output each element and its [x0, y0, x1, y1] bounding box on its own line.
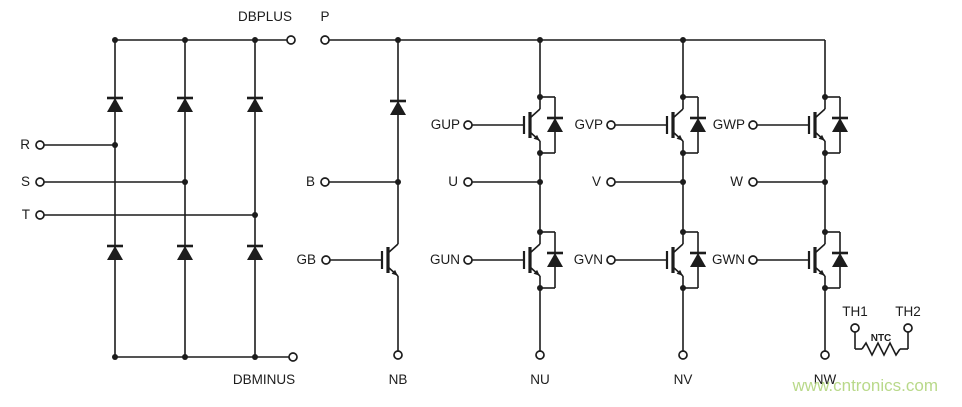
brake-diode-icon: [388, 99, 408, 117]
terminal-v: [606, 177, 616, 187]
terminal-th1: [850, 323, 860, 333]
label-gvn: GVN: [574, 252, 603, 267]
label-th1: TH1: [842, 304, 868, 319]
junction-dot: [112, 142, 118, 148]
igbt-vp-icon: [613, 107, 685, 143]
terminal-gun: [463, 255, 473, 265]
rectifier-diode-icon: [105, 96, 125, 114]
junction-dot: [112, 37, 118, 43]
terminal-gb: [321, 255, 331, 265]
terminal-dbplus: [286, 35, 296, 45]
igbt-up-icon: [470, 107, 542, 143]
junction-dot: [112, 354, 118, 360]
label-gvp: GVP: [574, 117, 603, 132]
label-s: S: [21, 174, 30, 189]
junction-dot: [252, 212, 258, 218]
junction-dot: [182, 179, 188, 185]
ntc-resistor-icon: [861, 341, 901, 357]
label-r: R: [20, 137, 30, 152]
label-u: U: [448, 174, 458, 189]
terminal-t: [35, 210, 45, 220]
label-gwn: GWN: [712, 252, 745, 267]
rectifier-diode-icon: [105, 244, 125, 262]
inverter-leg-w: GWP W GWN NW: [712, 40, 848, 387]
terminal-th2: [903, 323, 913, 333]
terminal-nv: [678, 350, 688, 360]
igbt-vn-icon: [613, 242, 685, 278]
junction-dot: [252, 354, 258, 360]
junction-dot: [537, 179, 543, 185]
label-w: W: [730, 174, 743, 189]
label-ntc: NTC: [871, 333, 892, 344]
label-nw: NW: [814, 372, 837, 387]
freewheel-diode-icon: [680, 94, 706, 156]
rectifier-bridge: R S T DBPLUS DBMINUS: [20, 9, 298, 387]
junction-dot: [182, 354, 188, 360]
label-nb: NB: [389, 372, 408, 387]
terminal-nb: [393, 350, 403, 360]
junction-dot: [182, 37, 188, 43]
brake-igbt-icon: [328, 242, 400, 278]
igbt-wn-icon: [755, 242, 827, 278]
label-dbplus: DBPLUS: [238, 9, 292, 24]
label-dbminus: DBMINUS: [233, 372, 295, 387]
terminal-nu: [535, 350, 545, 360]
label-nv: NV: [674, 372, 693, 387]
label-nu: NU: [530, 372, 550, 387]
rectifier-diode-icon: [245, 244, 265, 262]
terminal-gwp: [748, 120, 758, 130]
label-b: B: [306, 174, 315, 189]
dc-bus-p: P: [320, 9, 825, 45]
freewheel-diode-icon: [537, 94, 563, 156]
label-gwp: GWP: [713, 117, 745, 132]
label-t: T: [22, 207, 30, 222]
watermark-text: www.cntronics.com: [792, 376, 938, 395]
label-gun: GUN: [430, 252, 460, 267]
freewheel-diode-icon: [822, 229, 848, 291]
igbt-wp-icon: [755, 107, 827, 143]
inverter-leg-v: GVP V GVN NV: [574, 40, 706, 387]
terminal-s: [35, 177, 45, 187]
ntc-thermistor: TH1 TH2 NTC: [842, 304, 921, 357]
terminal-w: [748, 177, 758, 187]
label-gb: GB: [296, 252, 316, 267]
label-gup: GUP: [431, 117, 460, 132]
label-p: P: [320, 9, 329, 24]
terminal-gvn: [606, 255, 616, 265]
terminal-gwn: [748, 255, 758, 265]
inverter-leg-u: GUP U GUN NU: [430, 40, 563, 387]
terminal-r: [35, 140, 45, 150]
freewheel-diode-icon: [537, 229, 563, 291]
label-v: V: [592, 174, 601, 189]
rectifier-diode-icon: [175, 96, 195, 114]
terminal-u: [463, 177, 473, 187]
terminal-gvp: [606, 120, 616, 130]
rectifier-diode-icon: [245, 96, 265, 114]
terminal-gup: [463, 120, 473, 130]
freewheel-diode-icon: [822, 94, 848, 156]
junction-dot: [822, 179, 828, 185]
label-th2: TH2: [895, 304, 921, 319]
terminal-p: [320, 35, 330, 45]
igbt-un-icon: [470, 242, 542, 278]
junction-dot: [252, 37, 258, 43]
terminal-dbminus: [288, 352, 298, 362]
terminal-nw: [820, 350, 830, 360]
terminal-b: [320, 177, 330, 187]
junction-dot: [395, 179, 401, 185]
rectifier-diode-icon: [175, 244, 195, 262]
freewheel-diode-icon: [680, 229, 706, 291]
junction-dot: [680, 179, 686, 185]
brake-chopper: B GB NB: [296, 40, 407, 387]
